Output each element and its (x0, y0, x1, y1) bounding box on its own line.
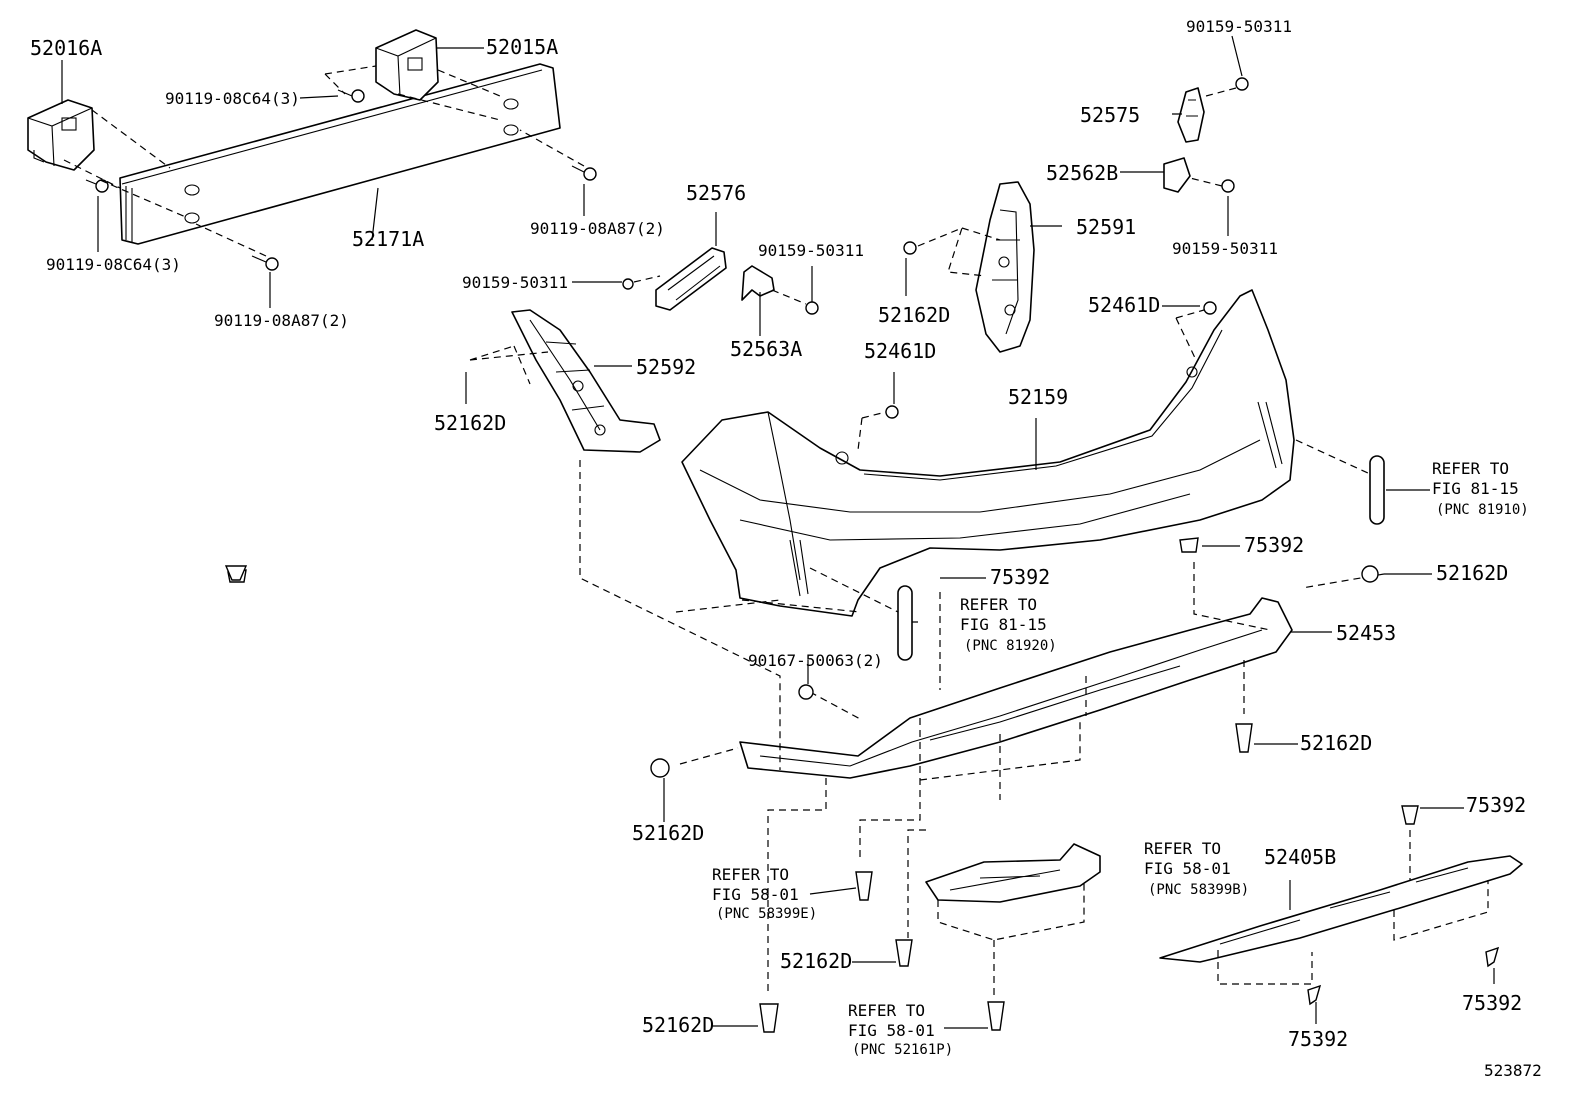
label-52162D-mid-left: 52162D (632, 821, 704, 845)
ref-52161P-line1: REFER TO (848, 1001, 925, 1020)
ref-58399B-line1: REFER TO (1144, 839, 1221, 858)
clip-icon (227, 537, 1500, 1033)
bumper-reinforcement-beam[interactable] (119, 63, 561, 245)
label-52159: 52159 (1008, 385, 1068, 409)
label-90159-50311-top: 90159-50311 (1186, 17, 1292, 36)
label-52591: 52591 (1076, 215, 1136, 239)
ref-52161P-line2: FIG 58-01 (848, 1021, 935, 1040)
label-90119-08C64-top: 90119-08C64(3) (165, 89, 300, 108)
label-52016A: 52016A (30, 36, 102, 60)
under-cover-58399B[interactable] (925, 843, 1101, 903)
label-90159-50311-right: 90159-50311 (1172, 239, 1278, 258)
label-75392-c: 75392 (1466, 793, 1526, 817)
label-52171A: 52171A (352, 227, 424, 251)
label-52592: 52592 (636, 355, 696, 379)
label-75392-e: 75392 (1288, 1027, 1348, 1051)
side-retainer-left[interactable] (511, 309, 661, 453)
bumper-bracket-right[interactable] (375, 29, 439, 101)
label-52461D-right: 52461D (1088, 293, 1160, 317)
label-75392-a: 75392 (1244, 533, 1304, 557)
label-90167-50063: 90167-50063(2) (748, 651, 883, 670)
rear-bumper-lower-cover[interactable] (739, 597, 1293, 779)
bracket-52576[interactable] (622, 247, 727, 311)
label-90119-08A87-bottom: 90119-08A87(2) (214, 311, 349, 330)
label-90159-50311-mid: 90159-50311 (758, 241, 864, 260)
label-52162D-right: 52162D (1436, 561, 1508, 585)
label-90119-08C64-bottom: 90119-08C64(3) (46, 255, 181, 274)
bracket-52575[interactable] (1177, 87, 1205, 143)
label-52576: 52576 (686, 181, 746, 205)
label-90159-50311-left: 90159-50311 (462, 273, 568, 292)
label-52453: 52453 (1336, 621, 1396, 645)
ref-81920-line1: REFER TO (960, 595, 1037, 614)
label-52162D-bottom: 52162D (642, 1013, 714, 1037)
label-52162D-left: 52162D (434, 411, 506, 435)
label-52405B: 52405B (1264, 845, 1336, 869)
label-52563A: 52563A (730, 337, 802, 361)
bolt-icon (1221, 77, 1249, 193)
ref-81920-line2: FIG 81-15 (960, 615, 1047, 634)
bolt-icon (85, 89, 597, 271)
label-52015A: 52015A (486, 35, 558, 59)
label-52162D-lower: 52162D (780, 949, 852, 973)
ref-81910-line2: FIG 81-15 (1432, 479, 1519, 498)
label-52162D-mid-right: 52162D (1300, 731, 1372, 755)
label-90119-08A87-right: 90119-08A87(2) (530, 219, 665, 238)
label-75392-b: 75392 (990, 565, 1050, 589)
ref-58399E-line3: (PNC 58399E) (716, 906, 817, 922)
reflector-left[interactable] (897, 585, 913, 661)
diagram-id: 523872 (1484, 1061, 1542, 1080)
ref-52161P-line3: (PNC 52161P) (852, 1042, 953, 1058)
ref-81920-line3: (PNC 81920) (964, 638, 1057, 654)
bracket-52563A[interactable] (741, 265, 819, 315)
label-52461D-left: 52461D (864, 339, 936, 363)
label-75392-d: 75392 (1462, 991, 1522, 1015)
ref-58399B-line3: (PNC 58399B) (1148, 882, 1249, 898)
bracket-52562B[interactable] (1163, 157, 1191, 193)
label-52575: 52575 (1080, 103, 1140, 127)
ref-58399B-line2: FIG 58-01 (1144, 859, 1231, 878)
ref-58399E-line2: FIG 58-01 (712, 885, 799, 904)
bumper-bracket-left[interactable] (27, 99, 95, 171)
rear-bumper-cover[interactable] (681, 289, 1295, 617)
ref-58399E-line1: REFER TO (712, 865, 789, 884)
ref-81910-line3: (PNC 81910) (1436, 502, 1529, 518)
ref-81910-line1: REFER TO (1432, 459, 1509, 478)
label-52562B: 52562B (1046, 161, 1118, 185)
retainer-75392-icon (224, 565, 248, 581)
label-52162D-upper: 52162D (878, 303, 950, 327)
side-retainer-right[interactable] (975, 181, 1035, 353)
rear-bumper-molding[interactable] (1159, 855, 1523, 963)
reflector-right[interactable] (1369, 455, 1385, 525)
